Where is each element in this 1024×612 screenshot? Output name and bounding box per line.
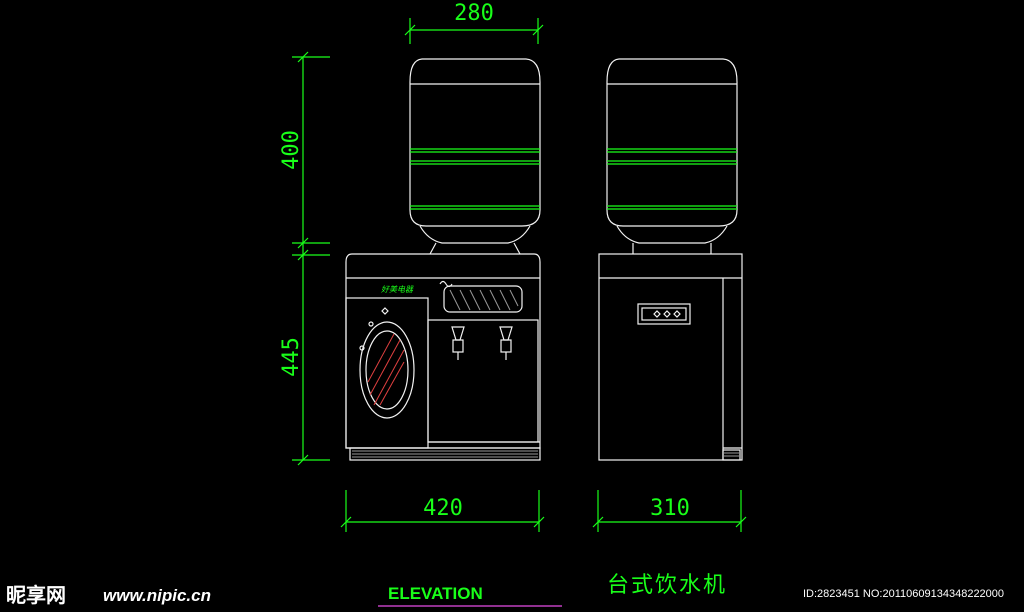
- dim-front-width-label: 420: [423, 496, 463, 521]
- elevation-label: ELEVATION: [388, 584, 483, 603]
- watermark-logo: 昵享网: [6, 583, 66, 607]
- front-dispenser-body: 好美电器: [345, 253, 541, 461]
- watermark-id: ID:2823451 NO:20110609134348222000: [803, 588, 1004, 600]
- dim-bottle-height-label: 400: [279, 130, 304, 170]
- drawing-title: 台式饮水机: [607, 573, 727, 598]
- dim-body-height-label: 445: [279, 337, 304, 377]
- side-water-bottle: [606, 58, 738, 254]
- water-taps: [451, 326, 513, 360]
- dim-front-width: 420: [340, 490, 545, 532]
- front-water-bottle: [409, 58, 541, 255]
- dim-left-vertical: 400 445: [279, 51, 330, 466]
- dim-side-width: 310: [592, 490, 747, 532]
- side-vent-grille: [637, 303, 691, 325]
- dim-bottle-width: 280: [404, 1, 544, 44]
- watermark-url: www.nipic.cn: [103, 586, 211, 605]
- brand-label: 好美电器: [381, 285, 414, 294]
- dim-side-width-label: 310: [650, 496, 690, 521]
- side-dispenser-body: [598, 253, 743, 461]
- dim-bottle-width-label: 280: [454, 1, 494, 26]
- cabinet-door-window: [359, 307, 415, 419]
- display-panel: [439, 280, 523, 313]
